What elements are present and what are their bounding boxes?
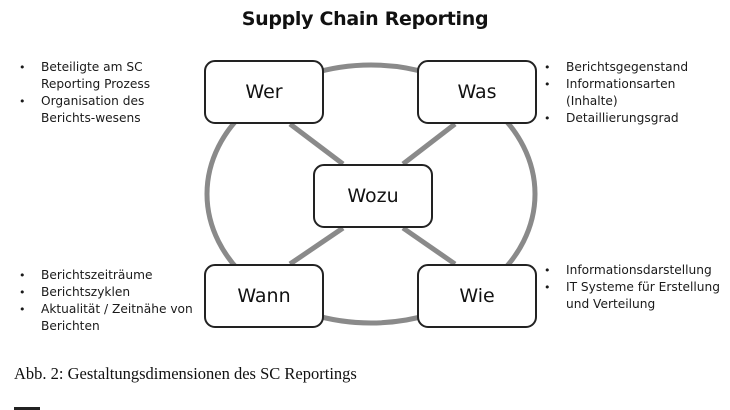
bullet-item: Detaillierungsgrad — [541, 110, 711, 127]
bullet-list-wie: Informationsdarstellung IT Systeme für E… — [541, 262, 721, 313]
cropped-next-line — [14, 402, 54, 410]
bullet-list-wer: Beteiligte am SC Reporting Prozess Organ… — [16, 59, 196, 127]
bullet-list-was: Berichtsgegenstand Informationsarten (In… — [541, 59, 711, 127]
bullet-item: Berichtszeiträume — [16, 267, 196, 284]
node-was: Was — [417, 60, 537, 124]
connector-wann-wozu — [288, 225, 345, 267]
bullet-list-wann: Berichtszeiträume Berichtszyklen Aktuali… — [16, 267, 196, 335]
bullet-item: Informationsdarstellung — [541, 262, 721, 279]
node-wie: Wie — [417, 264, 537, 328]
bullet-item: Aktualität / Zeitnähe von Berichten — [16, 301, 196, 335]
node-wann: Wann — [204, 264, 324, 328]
connector-wer-wozu — [288, 122, 345, 166]
bullet-item: IT Systeme für Erstellung und Verteilung — [541, 279, 721, 313]
node-wer: Wer — [204, 60, 324, 124]
connector-was-wozu — [401, 122, 457, 166]
bullet-item: Berichtsgegenstand — [541, 59, 711, 76]
diagram-title: Supply Chain Reporting — [241, 8, 489, 30]
bullet-item: Informationsarten (Inhalte) — [541, 76, 711, 110]
outer-ring-connector — [204, 62, 538, 326]
connector-wie-wozu — [401, 225, 457, 267]
node-wozu: Wozu — [313, 164, 433, 228]
bullet-item: Organisation des Berichts-wesens — [16, 93, 196, 127]
figure-caption: Abb. 2: Gestaltungsdimensionen des SC Re… — [14, 364, 357, 383]
bullet-item: Berichtszyklen — [16, 284, 196, 301]
bullet-item: Beteiligte am SC Reporting Prozess — [16, 59, 196, 93]
